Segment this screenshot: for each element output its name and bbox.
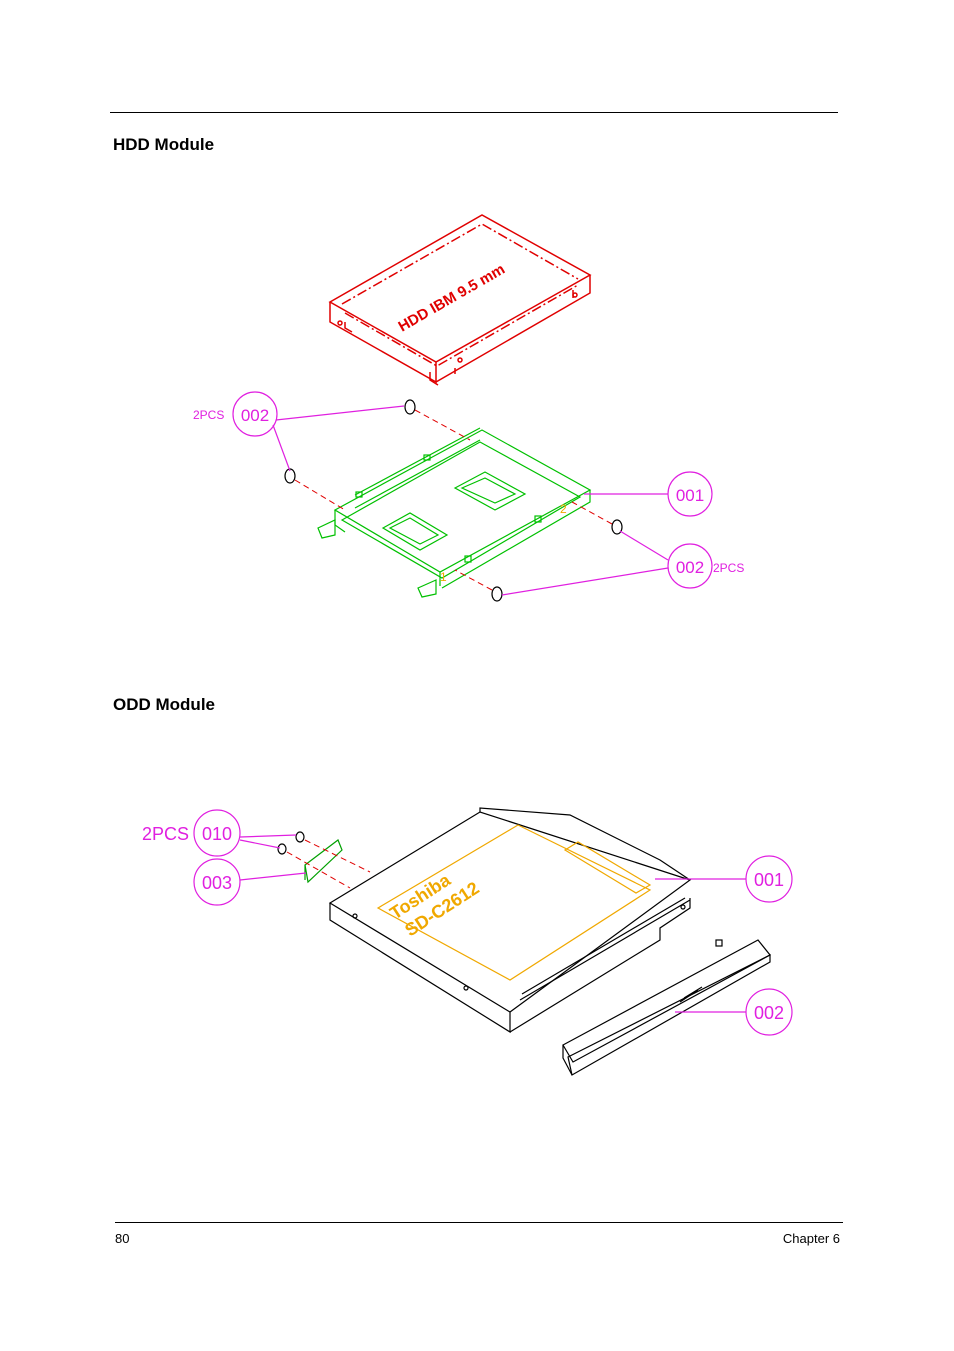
odd-callout-010-qty: 2PCS (142, 824, 189, 844)
bottom-rule (115, 1222, 843, 1223)
odd-callouts (193, 809, 793, 1036)
odd-callout-002-id: 002 (754, 1003, 784, 1023)
odd-section-title: ODD Module (113, 695, 215, 714)
top-rule (110, 112, 838, 113)
odd-bracket (304, 839, 343, 884)
hdd-drive (328, 214, 592, 386)
hdd-callouts (232, 391, 713, 596)
odd-bezel (562, 939, 771, 1076)
bracket-marker-1: 1 (440, 570, 447, 584)
hdd-bracket (317, 427, 592, 598)
odd-callout-010-id: 010 (202, 824, 232, 844)
hdd-callout-002-right-id: 002 (676, 558, 704, 577)
odd-screws (277, 831, 305, 855)
hdd-screw-paths (294, 409, 613, 591)
hdd-callout-002-left-id: 002 (241, 406, 269, 425)
hdd-section-title: HDD Module (113, 135, 215, 154)
odd-label-area (376, 824, 652, 981)
hdd-callout-002-right-qty: 2PCS (713, 561, 744, 575)
hdd-screws (284, 399, 623, 602)
odd-drive (328, 807, 692, 1034)
chapter-label: Chapter 6 (782, 1231, 840, 1246)
hdd-callout-001-id: 001 (676, 486, 704, 505)
odd-callout-001-id: 001 (754, 870, 784, 890)
page-number: 80 (115, 1231, 130, 1246)
bracket-marker-2: 2 (560, 502, 567, 516)
odd-callout-003-id: 003 (202, 873, 232, 893)
hdd-callout-002-left-qty: 2PCS (193, 408, 224, 422)
hdd-drive-label: HDD IBM 9.5 mm (396, 261, 508, 336)
odd-screw-paths (286, 839, 371, 889)
